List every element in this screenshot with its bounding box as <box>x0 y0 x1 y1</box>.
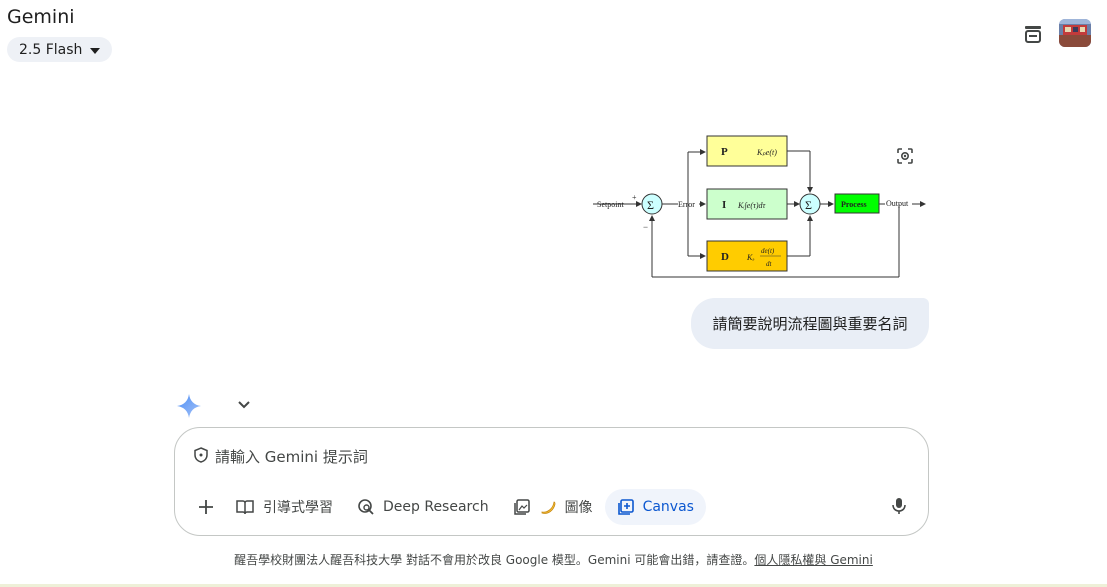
sum-symbol-1: Σ <box>647 198 654 212</box>
user-message-bubble: 請簡要說明流程圖與重要名詞 <box>691 298 929 349</box>
plus-icon <box>199 500 213 514</box>
microphone-icon[interactable] <box>888 495 910 517</box>
composer-toolbar: 引導式學習 Deep Research 圖像 Canvas <box>189 488 706 526</box>
canvas-button[interactable]: Canvas <box>604 489 706 525</box>
error-label: Error <box>678 200 695 209</box>
i-formula: Kᵢ∫e(τ)dτ <box>737 201 767 210</box>
d-formula-k: Kₔ <box>746 253 754 262</box>
deep-research-icon <box>358 499 374 515</box>
p-label: P <box>721 146 728 158</box>
user-avatar[interactable] <box>1059 19 1091 47</box>
bottom-edge <box>0 584 1107 587</box>
prompt-composer[interactable]: 請輸入 Gemini 提示詞 引導式學習 Deep Research 圖像 Ca… <box>174 427 929 536</box>
output-label: Output <box>886 199 909 208</box>
google-lens-icon[interactable] <box>894 145 916 167</box>
app-title: Gemini <box>7 6 75 28</box>
banana-icon <box>541 501 555 514</box>
temporary-chat-icon[interactable] <box>1019 20 1047 48</box>
privacy-link[interactable]: 個人隱私權與 Gemini <box>754 553 873 567</box>
gemini-spark-icon <box>176 393 202 419</box>
deep-research-label: Deep Research <box>383 499 489 515</box>
add-attachment-button[interactable] <box>189 489 223 525</box>
guided-learning-label: 引導式學習 <box>263 500 333 516</box>
d-formula-num: de(t) <box>761 247 775 255</box>
chevron-down-icon[interactable] <box>234 396 254 414</box>
i-label: I <box>722 199 726 211</box>
sum-symbol-2: Σ <box>805 198 812 212</box>
canvas-icon <box>617 499 634 515</box>
footer-text: 醒吾學校財團法人醒吾科技大學 對話不會用於改良 Google 模型。Gemini… <box>234 553 755 567</box>
model-selector[interactable]: 2.5 Flash <box>7 37 113 62</box>
image-button[interactable]: 圖像 <box>501 489 605 525</box>
book-icon <box>236 500 254 515</box>
dropdown-caret-icon <box>90 47 101 54</box>
pid-diagram-image: Setpoint + − Σ Error P Kₚe(t) I Kᵢ∫e(τ)d… <box>593 132 928 282</box>
prompt-placeholder: 請輸入 Gemini 提示詞 <box>215 448 368 466</box>
shield-icon <box>193 446 209 467</box>
image-label: 圖像 <box>564 500 593 516</box>
user-message-text: 請簡要說明流程圖與重要名詞 <box>712 315 908 333</box>
d-label: D <box>721 251 729 263</box>
prompt-input[interactable]: 請輸入 Gemini 提示詞 <box>193 446 368 467</box>
image-gallery-icon <box>513 499 530 515</box>
p-formula: Kₚe(t) <box>756 148 777 157</box>
process-label: Process <box>841 200 867 209</box>
canvas-label: Canvas <box>642 499 694 515</box>
d-formula-den: dt <box>766 260 773 268</box>
minus-sign: − <box>643 222 648 232</box>
model-label: 2.5 Flash <box>19 41 83 58</box>
footer-disclaimer: 醒吾學校財團法人醒吾科技大學 對話不會用於改良 Google 模型。Gemini… <box>0 551 1107 568</box>
plus-sign: + <box>632 193 637 202</box>
deep-research-button[interactable]: Deep Research <box>345 489 501 525</box>
guided-learning-button[interactable]: 引導式學習 <box>223 489 345 525</box>
